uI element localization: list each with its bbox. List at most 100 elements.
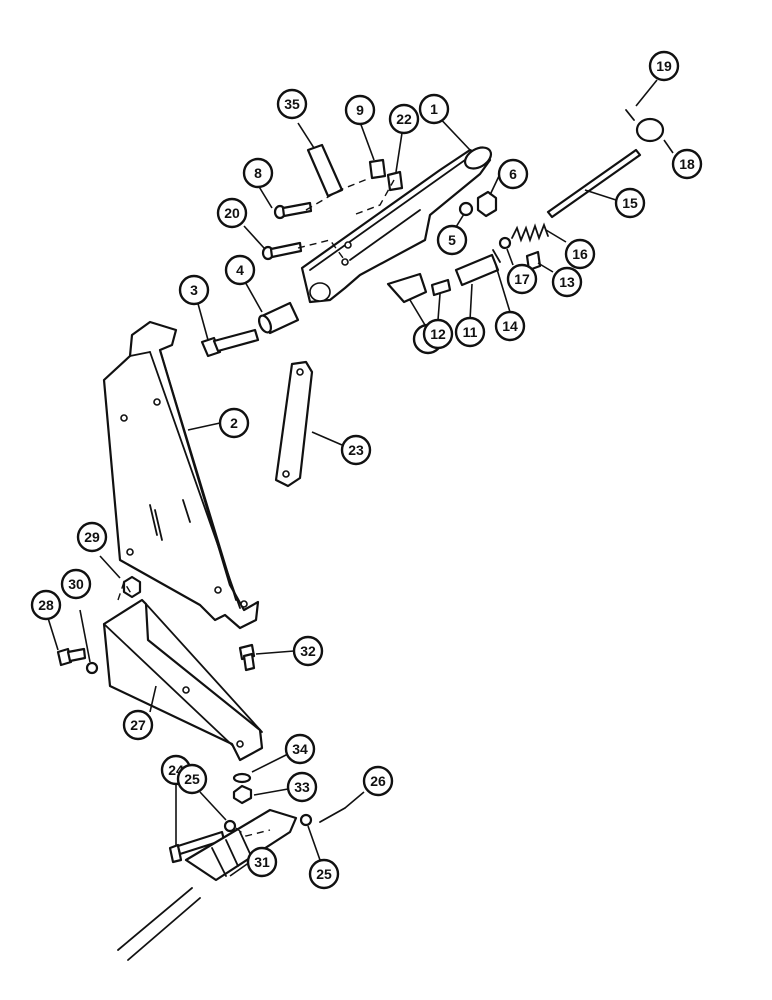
svg-text:29: 29 <box>84 529 100 545</box>
part-7-plate <box>386 272 428 304</box>
alignment-line <box>297 239 347 263</box>
svg-text:15: 15 <box>622 195 638 211</box>
callout-13: 13 <box>551 266 583 298</box>
svg-text:5: 5 <box>448 232 456 248</box>
callout-1: 1 <box>418 93 450 125</box>
svg-text:30: 30 <box>68 576 84 592</box>
callout-4: 4 <box>224 254 256 286</box>
part-11-clevis <box>454 253 500 287</box>
callout-32: 32 <box>292 635 324 667</box>
callout-6: 6 <box>497 158 529 190</box>
svg-text:11: 11 <box>463 324 478 340</box>
part-4-sleeve <box>257 301 300 335</box>
svg-text:18: 18 <box>679 156 695 172</box>
part-26-cotter-pin <box>319 807 346 823</box>
callout-12: 12 <box>422 318 454 350</box>
part-6-nut <box>476 190 498 218</box>
callout-16: 16 <box>564 238 596 270</box>
svg-text:9: 9 <box>356 102 364 118</box>
svg-text:17: 17 <box>514 271 530 287</box>
svg-text:2: 2 <box>230 415 238 431</box>
part-9-clip <box>368 158 387 180</box>
part-25-washer <box>223 819 237 833</box>
svg-text:33: 33 <box>294 779 310 795</box>
svg-text:34: 34 <box>292 741 308 757</box>
callout-28: 28 <box>30 589 62 621</box>
callout-9: 9 <box>344 94 376 126</box>
part-35-plate <box>306 143 344 198</box>
part-25-washer <box>299 813 313 827</box>
callout-5: 5 <box>436 224 468 256</box>
svg-text:6: 6 <box>509 166 517 182</box>
callout-11: 11 <box>454 316 486 348</box>
callout-35: 35 <box>276 88 308 120</box>
part-2-bracket-plate <box>102 320 260 630</box>
part-22-clip <box>386 170 404 192</box>
part-15-rod <box>546 148 642 219</box>
callout-20: 20 <box>216 197 248 229</box>
part-33-nut <box>232 784 253 805</box>
alignment-line <box>117 580 133 601</box>
part-12-pin <box>430 278 452 297</box>
part-5-washer <box>458 201 474 217</box>
svg-text:23: 23 <box>348 442 364 458</box>
callout-34: 34 <box>284 733 316 765</box>
svg-text:26: 26 <box>370 773 386 789</box>
svg-text:12: 12 <box>430 326 446 342</box>
svg-text:25: 25 <box>316 866 332 882</box>
svg-text:32: 32 <box>300 643 316 659</box>
alignment-line <box>235 827 271 837</box>
callout-15: 15 <box>614 187 646 219</box>
callout-26: 26 <box>362 765 394 797</box>
part-23-link-bar <box>274 360 314 488</box>
callout-2: 2 <box>218 407 250 439</box>
part-29-nut <box>122 575 142 599</box>
part-28-bolt <box>56 647 87 667</box>
callout-27: 27 <box>122 709 154 741</box>
svg-text:22: 22 <box>396 111 412 127</box>
callout-3: 3 <box>178 274 210 306</box>
svg-text:3: 3 <box>190 282 198 298</box>
callout-30: 30 <box>60 568 92 600</box>
svg-text:35: 35 <box>284 96 300 112</box>
callout-18: 18 <box>671 148 703 180</box>
leader-lines <box>47 79 674 877</box>
callout-17: 17 <box>506 263 538 295</box>
part-8-bolt <box>273 201 313 220</box>
svg-text:1: 1 <box>430 101 438 117</box>
part-1-lever-arm <box>300 146 493 304</box>
callout-19: 19 <box>648 50 680 82</box>
part-27-channel-bracket <box>102 598 264 762</box>
callout-33: 33 <box>286 771 318 803</box>
part-20-bolt <box>261 241 303 261</box>
alignment-line <box>305 177 371 211</box>
svg-text:27: 27 <box>130 717 146 733</box>
part-3-bolt <box>200 328 260 358</box>
svg-text:20: 20 <box>224 205 240 221</box>
callout-25b: 25 <box>308 858 340 890</box>
part-14-pin <box>492 249 501 263</box>
part-19-pin <box>625 109 635 121</box>
part-17-washer <box>498 236 512 250</box>
callout-8: 8 <box>242 157 274 189</box>
svg-text:19: 19 <box>656 58 672 74</box>
part-32-bolt <box>238 643 256 672</box>
callout-23: 23 <box>340 434 372 466</box>
callout-14: 14 <box>494 310 526 342</box>
svg-text:28: 28 <box>38 597 54 613</box>
callout-31: 31 <box>246 846 278 878</box>
svg-text:14: 14 <box>502 318 518 334</box>
part-16-spring <box>511 222 549 243</box>
svg-text:4: 4 <box>236 262 244 278</box>
callout-29: 29 <box>76 521 108 553</box>
callout-22: 22 <box>388 103 420 135</box>
svg-text:25: 25 <box>184 771 200 787</box>
svg-text:16: 16 <box>572 246 588 262</box>
svg-text:8: 8 <box>254 165 262 181</box>
part-31-cable-assembly <box>117 808 298 961</box>
svg-text:31: 31 <box>254 854 270 870</box>
callout-25a: 25 <box>176 763 208 795</box>
part-34-washer <box>232 772 252 784</box>
part-30-washer <box>85 661 99 675</box>
